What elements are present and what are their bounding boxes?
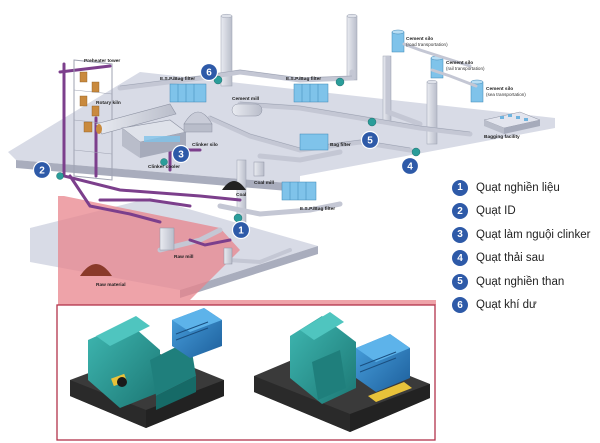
label-raw-material: Raw material	[96, 282, 126, 288]
badge-3: 3	[171, 144, 191, 164]
label-cement-silo-road-sub: (road transportation)	[406, 42, 448, 47]
legend-item-6: 6 Quạt khí dư	[452, 294, 598, 318]
rotary-kiln	[95, 103, 177, 135]
svg-text:6: 6	[206, 68, 212, 79]
clinker-cooler	[121, 119, 187, 158]
cement-silo-road	[391, 29, 405, 53]
label-esp-bag-filter-top: E.S.P./Bag filter	[160, 76, 195, 82]
legend-number-badge: 3	[452, 226, 468, 243]
legend-number-badge: 4	[452, 250, 468, 267]
coal-pile	[222, 181, 246, 190]
legend-number-badge: 6	[452, 297, 468, 314]
badge-5: 5	[360, 130, 380, 150]
label-coal-mill: Coal mill	[254, 180, 274, 186]
svg-text:3: 3	[178, 150, 184, 161]
legend-number-badge: 2	[452, 203, 468, 220]
legend-number-badge: 5	[452, 273, 468, 290]
label-rotary-kiln: Rotary kiln	[96, 100, 121, 106]
preheater-tower	[73, 59, 113, 181]
legend-item-5: 5 Quạt nghiền than	[452, 270, 598, 294]
legend-number-badge: 1	[452, 179, 468, 196]
badge-6: 6	[199, 62, 219, 82]
label-bag-filter: Bag filter	[330, 142, 351, 148]
esp-bag-filter-mid	[293, 83, 329, 103]
badge-1: 1	[231, 220, 251, 240]
legend-label: Quạt nghiền than	[476, 275, 565, 288]
bag-filter	[299, 133, 329, 151]
label-preheater-tower: Preheater tower	[84, 58, 120, 64]
chimney-1	[220, 13, 233, 87]
fan-housings	[56, 75, 421, 223]
svg-text:2: 2	[39, 166, 45, 177]
label-esp-bag-filter-low: E.S.P./Bag filter	[300, 206, 335, 212]
esp-bag-filter-low	[281, 181, 317, 201]
raw-mill	[159, 227, 233, 265]
label-coal: Coal	[236, 192, 246, 198]
legend-item-1: 1 Quạt nghiền liệu	[452, 176, 598, 200]
label-raw-mill: Raw mill	[174, 254, 193, 260]
legend-label: Quạt thải sau	[476, 252, 545, 265]
label-cement-silo-road: Cement silo	[406, 36, 433, 42]
coal-mill	[253, 161, 265, 177]
zoom-highlight	[58, 196, 436, 305]
legend-label: Quạt ID	[476, 205, 516, 218]
fan-unit-right	[254, 312, 430, 432]
legend-item-2: 2 Quạt ID	[452, 200, 598, 224]
svg-text:1: 1	[238, 226, 244, 237]
plant-labels: Preheater tower Rotary kiln Clinker silo…	[84, 36, 526, 288]
svg-text:4: 4	[407, 162, 413, 173]
purple-ducts	[58, 62, 242, 247]
label-bagging-facility: Bagging facility	[484, 134, 520, 140]
clinker-silo	[183, 111, 213, 133]
cement-mill	[231, 103, 263, 117]
legend: 1 Quạt nghiền liệu 2 Quạt ID 3 Quạt làm nguội…	[452, 176, 598, 317]
cement-silo-rail	[430, 55, 444, 79]
badge-2: 2	[32, 160, 52, 180]
fan-housing-left	[88, 322, 160, 408]
label-clinker-cooler: Clinker cooler	[148, 164, 180, 170]
coupling-right	[368, 382, 412, 402]
esp-bag-filter-top	[169, 83, 207, 103]
label-cement-silo-sea-sub: (sea transportation)	[486, 92, 526, 97]
legend-item-3: 3 Quạt làm nguội clinker	[452, 223, 598, 247]
legend-item-4: 4 Quạt thải sau	[452, 247, 598, 271]
label-cement-silo-rail: Cement silo	[446, 60, 473, 66]
raw-material-pile	[80, 264, 112, 276]
legend-label: Quạt nghiền liệu	[476, 181, 560, 194]
chimney-3	[426, 79, 438, 145]
label-cement-mill: Cement mill	[232, 96, 259, 102]
legend-label: Quạt khí dư	[476, 299, 537, 312]
bagging-facility	[483, 111, 541, 134]
cement-silo-sea	[470, 79, 484, 103]
label-cement-silo-sea: Cement silo	[486, 86, 513, 92]
badge-4: 4	[400, 156, 420, 176]
label-clinker-silo: Clinker silo	[192, 142, 218, 148]
legend-label: Quạt làm nguội clinker	[476, 228, 591, 241]
svg-text:5: 5	[367, 136, 373, 147]
label-cement-silo-rail-sub: (rail transportation)	[446, 66, 485, 71]
fan-unit-left	[70, 308, 224, 428]
label-esp-bag-filter-mid: E.S.P./Bag filter	[286, 76, 321, 82]
